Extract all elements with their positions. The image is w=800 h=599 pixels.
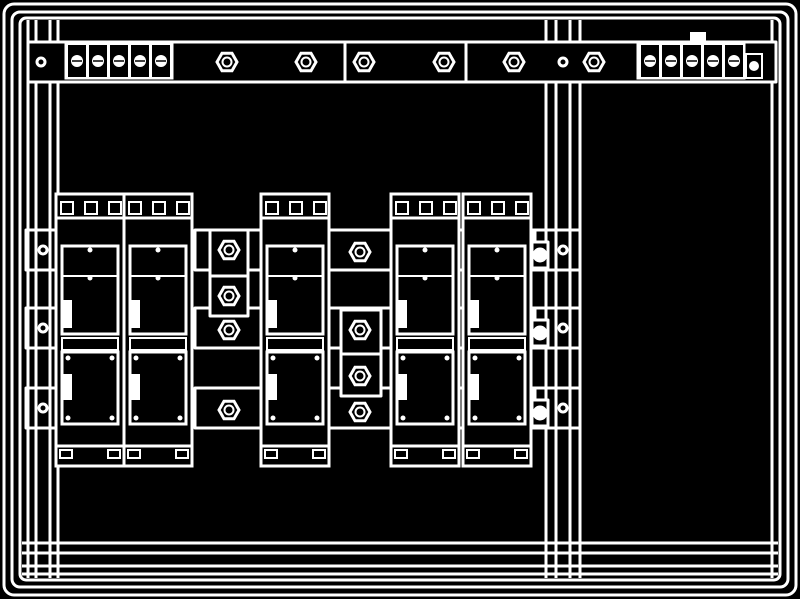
terminal	[702, 43, 724, 79]
contactor-module	[259, 192, 331, 468]
terminal	[639, 43, 661, 79]
hex-nut	[215, 51, 239, 73]
terminal-block-left	[64, 42, 174, 80]
hex-nut	[217, 285, 241, 307]
hex-nut	[582, 51, 606, 73]
terminal	[660, 43, 682, 79]
hex-nut	[348, 365, 372, 387]
hex-nut	[432, 51, 456, 73]
hex-nut-group	[215, 51, 606, 423]
hex-nut	[294, 51, 318, 73]
terminal	[723, 43, 745, 79]
hex-nut	[348, 319, 372, 341]
end-terminal	[745, 53, 763, 79]
terminal-block-right	[636, 32, 763, 80]
terminal	[129, 43, 151, 79]
terminal	[87, 43, 109, 79]
terminal	[108, 43, 130, 79]
contactor-module	[389, 192, 461, 468]
busbar-connector-blocks	[208, 228, 383, 398]
hex-nut	[217, 319, 241, 341]
terminal	[681, 43, 703, 79]
contactor-module-group	[54, 192, 533, 468]
bottom-rails	[22, 541, 778, 576]
terminal	[66, 43, 88, 79]
contactor-module	[122, 192, 194, 468]
hex-nut	[502, 51, 526, 73]
vertical-rail-middle	[544, 20, 582, 578]
terminal	[150, 43, 172, 79]
contactor-module	[461, 192, 533, 468]
hex-nut	[348, 401, 372, 423]
hex-nut	[217, 399, 241, 421]
hex-nut	[352, 51, 376, 73]
contactor-module	[54, 192, 126, 468]
side-brackets-right	[530, 228, 582, 430]
hex-nut	[348, 241, 372, 263]
hex-nut	[217, 239, 241, 261]
